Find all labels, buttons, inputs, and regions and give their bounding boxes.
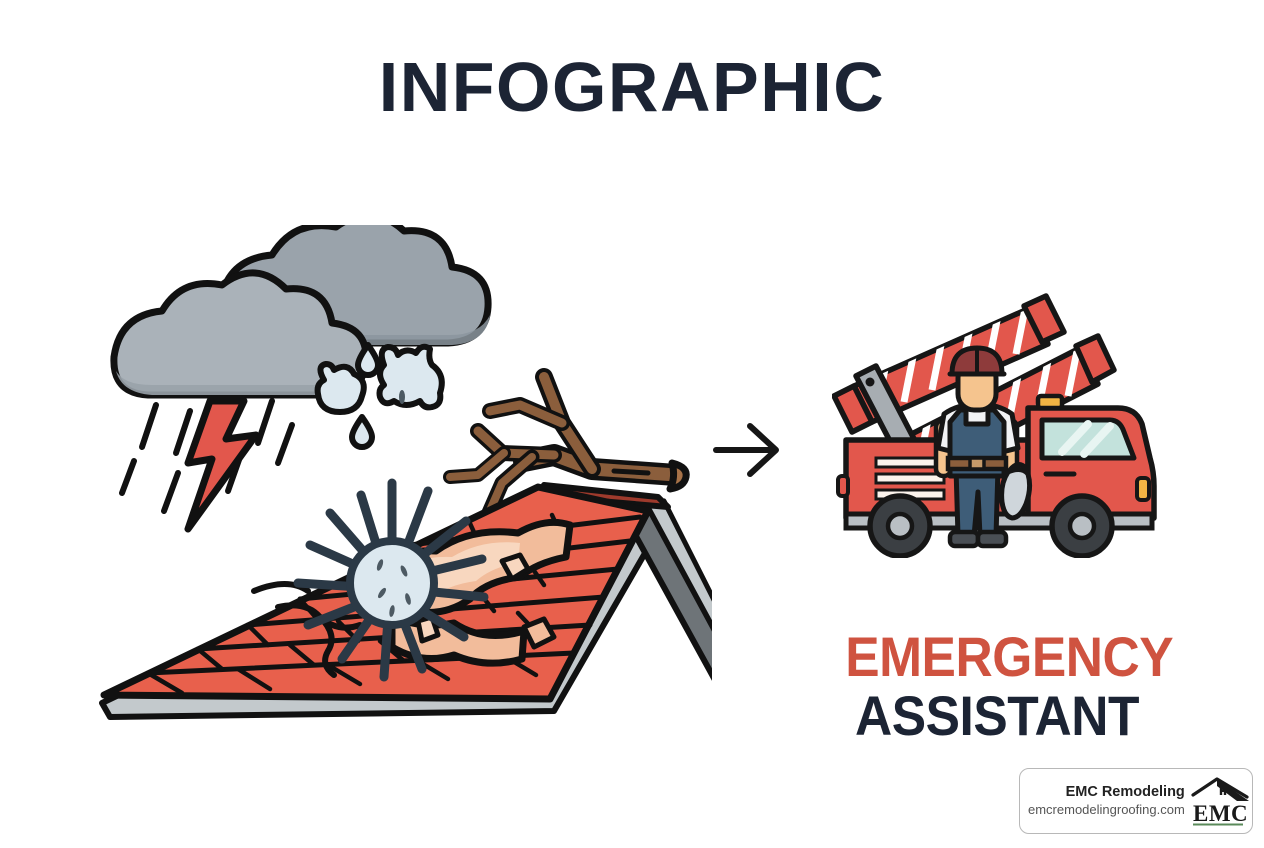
brand-url[interactable]: emcremodelingroofing.com: [1028, 802, 1185, 818]
worker-boot-right: [975, 529, 1009, 549]
emergency-assistant-wordmark: EMERGENCY ASSISTANT: [832, 625, 1174, 748]
storm-cloud-group: [110, 225, 492, 399]
truck-beacon-light: [1035, 393, 1065, 411]
truck-front-wheel: [1049, 493, 1115, 558]
window-glare-streaks: [1058, 420, 1114, 458]
storm-damage-illustration: [99, 225, 712, 720]
hail-impact-stone: [346, 537, 438, 629]
worker-tool-bag: [999, 466, 1033, 521]
ladder-upper-tip: [1021, 293, 1067, 345]
emc-logo-svg: EMC: [1191, 777, 1249, 826]
ladder-lower-tip: [1073, 333, 1117, 385]
hailstone-small-icon: [314, 361, 367, 415]
worker-tool-handle: [1007, 462, 1029, 473]
assistant-label: ASSISTANT: [854, 684, 1139, 748]
truck-rear-wheel: [867, 493, 933, 558]
rear-marker-light: [836, 474, 850, 498]
hail-stone-specks: [376, 559, 411, 617]
ladder-upper-base: [832, 383, 875, 435]
emc-logo: EMC: [1191, 775, 1253, 827]
arrow-right-icon: [713, 423, 779, 477]
brand-card[interactable]: EMC Remodeling emcremodelingroofing.com …: [1019, 768, 1253, 834]
cloud-front-shadow: [116, 367, 364, 395]
emergency-truck-illustration: [832, 293, 1157, 558]
lightning-bolt-icon: [184, 397, 260, 533]
raindrop-upper-icon: [355, 342, 381, 378]
roof-house-icon: [1191, 777, 1249, 801]
worker-figure: [933, 345, 1033, 549]
hail-speck: [399, 390, 405, 404]
ladder-pivot-bolt: [865, 377, 875, 387]
worker-belt-buckle: [968, 456, 986, 471]
rain-streaks: [119, 398, 295, 514]
fallen-tree-branch: [443, 368, 690, 523]
emc-logo-text: EMC: [1193, 801, 1248, 826]
shingle-chip-1: [499, 552, 531, 582]
hail-and-drops-group: [314, 342, 445, 450]
raindrop-lower-icon: [349, 414, 375, 450]
worker-boot-left: [947, 529, 981, 549]
brand-name: EMC Remodeling: [1065, 784, 1185, 801]
branch-broken-end: [666, 459, 690, 493]
emergency-label: EMERGENCY: [845, 625, 1174, 688]
page-title: INFOGRAPHIC: [378, 48, 886, 126]
front-marker-light: [1135, 476, 1151, 502]
hailstone-large-icon: [376, 343, 445, 411]
hail-impact-group: [293, 478, 489, 682]
brand-text-column: EMC Remodeling emcremodelingroofing.com: [1028, 783, 1191, 818]
truck-side-stripes: [874, 456, 946, 501]
shingle-chip-3: [521, 616, 557, 650]
